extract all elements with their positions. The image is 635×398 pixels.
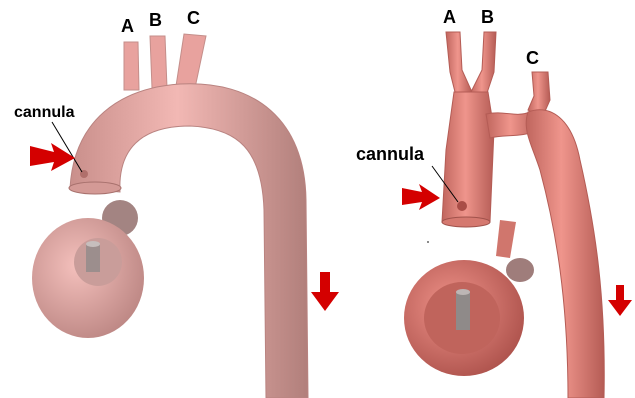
right-label-a: A	[443, 7, 456, 27]
left-label-b: B	[149, 10, 162, 30]
left-aorta-model: A B C cannula	[14, 8, 339, 398]
left-branch-b	[150, 36, 167, 88]
right-common-trunk	[442, 92, 494, 222]
right-label-cannula: cannula	[356, 144, 425, 164]
right-label-b: B	[481, 7, 494, 27]
right-cannula-tip	[457, 201, 467, 211]
left-label-c: C	[187, 8, 200, 28]
right-branch-a	[446, 32, 472, 96]
right-descending-aorta	[526, 110, 604, 398]
left-branch-a	[124, 42, 139, 90]
inflow-arrow-icon	[30, 143, 75, 171]
right-aorta-model: A B C cannula	[356, 7, 632, 398]
right-heart-chamber	[404, 220, 534, 376]
right-branch-b	[470, 32, 496, 96]
left-label-a: A	[121, 16, 134, 36]
left-branch-c	[176, 34, 206, 88]
left-label-cannula: cannula	[14, 104, 75, 121]
outflow-arrow-icon	[311, 272, 339, 311]
right-label-c: C	[526, 48, 539, 68]
left-heart-chamber	[32, 200, 144, 338]
outflow-arrow-icon	[608, 285, 632, 316]
inflow-arrow-icon	[402, 184, 440, 210]
